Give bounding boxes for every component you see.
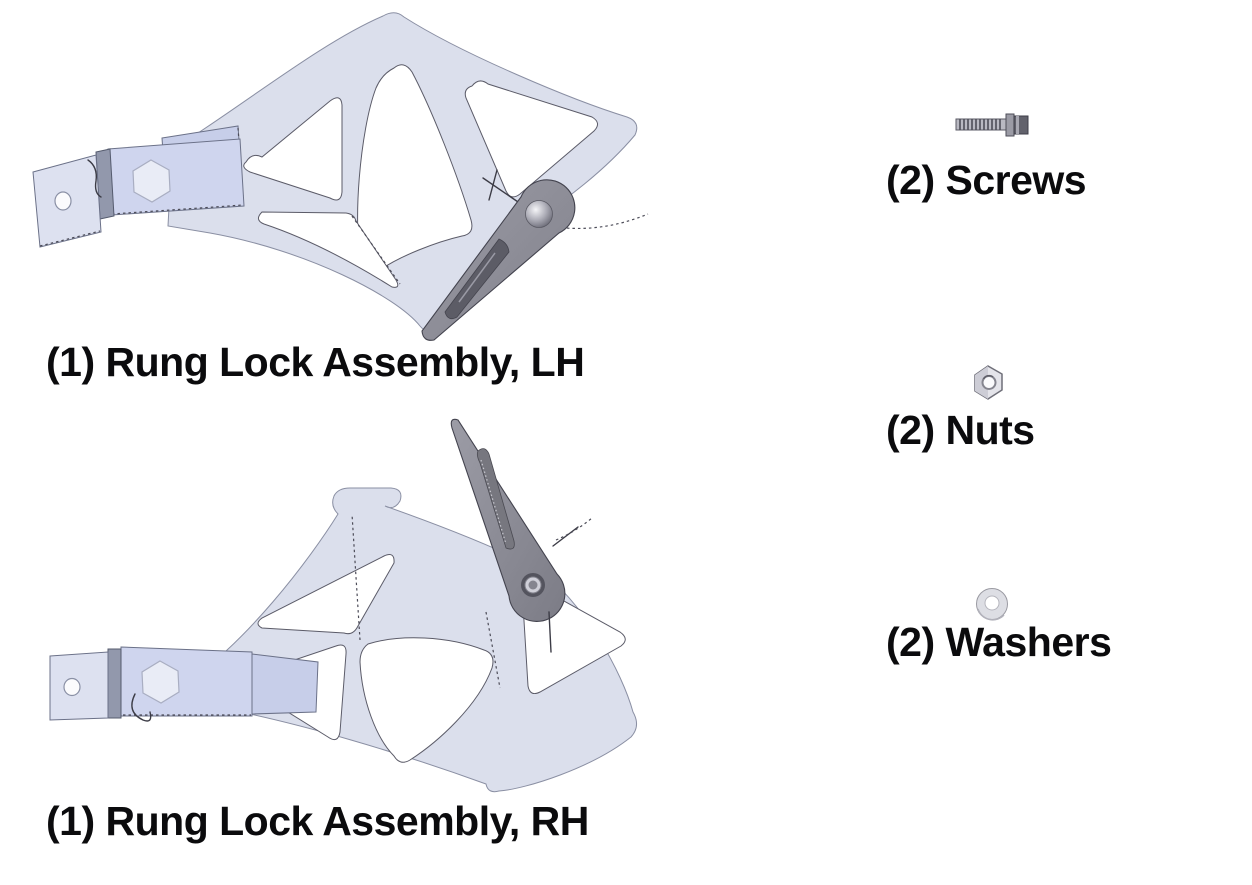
part-label-washers: (2) Washers <box>886 619 1112 665</box>
rh-spring-wire <box>131 693 152 722</box>
lh-cutout-lower-left <box>258 211 399 288</box>
washer-icon <box>976 588 1008 621</box>
lh-pivot-pin <box>525 200 553 228</box>
rung-lock-assembly-lh-illustration <box>32 12 649 341</box>
lh-bracket-plate <box>107 138 245 216</box>
part-label-assembly-rh: (1) Rung Lock Assembly, RH <box>46 798 589 844</box>
rung-lock-assembly-rh-illustration <box>49 418 637 793</box>
rh-pivot-ring-hole <box>528 580 538 590</box>
rh-cutout-upper-left <box>257 554 395 635</box>
lh-hex-bolt <box>132 159 171 203</box>
lh-cutout-right <box>464 80 598 198</box>
rh-hex-bolt <box>141 660 180 704</box>
rh-cutout-center <box>359 637 494 763</box>
lh-cutout-upper-left <box>243 97 343 201</box>
rh-lever-slot <box>476 448 515 550</box>
rh-bracket-fold <box>107 648 122 719</box>
part-label-nuts: (2) Nuts <box>886 407 1035 453</box>
nut-icon <box>974 365 1003 400</box>
lh-cutout-center <box>357 64 473 274</box>
rh-bracket-right-plate <box>251 653 319 715</box>
rh-bracket-hole <box>63 677 81 697</box>
lh-bracket-hole <box>54 191 72 211</box>
screw-icon <box>955 113 1029 137</box>
part-label-screws: (2) Screws <box>886 157 1087 203</box>
rh-bracket-plate <box>120 646 253 717</box>
part-label-assembly-lh: (1) Rung Lock Assembly, LH <box>46 339 585 385</box>
lh-spring-wire <box>87 159 102 198</box>
